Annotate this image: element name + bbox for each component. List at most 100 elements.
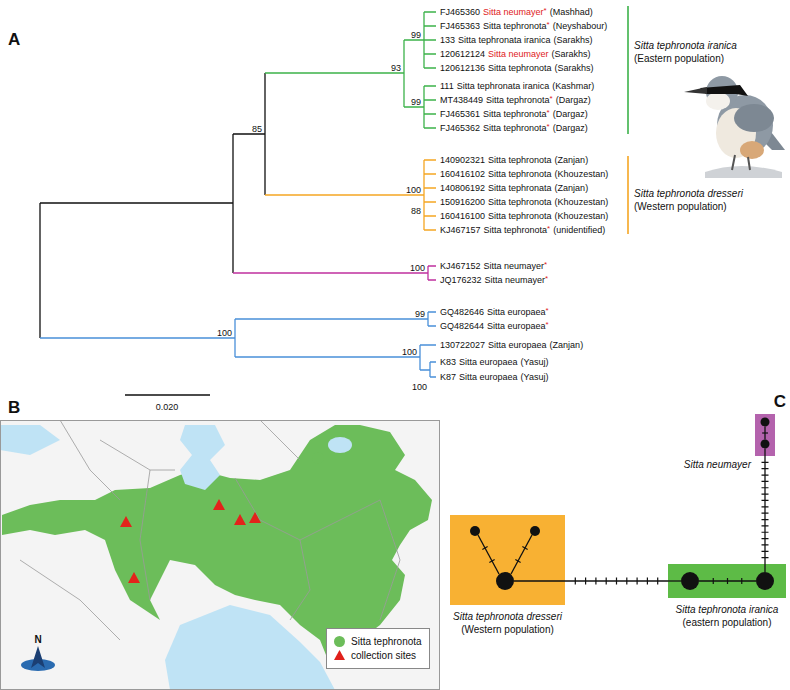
tip-label: 133Sitta tephronata iranica(Sarakhs) — [440, 34, 593, 46]
taxon-name: Sitta neumayer — [684, 458, 751, 471]
accession-number: GQ482646 — [440, 307, 484, 317]
tip-label: KJ467157Sitta tephronota*(unidentified) — [440, 224, 605, 236]
locality: (Dargaz) — [556, 95, 591, 105]
tip-label: K87Sitta europaea(Yasuj) — [440, 371, 548, 383]
locality: (Dargaz) — [553, 109, 588, 119]
clade-name: Sitta tephronota iranica — [634, 40, 737, 51]
accession-number: GQ482644 — [440, 321, 484, 331]
accession-number: MT438449 — [440, 95, 483, 105]
label-box: Sitta tephronota dresseri — [634, 183, 743, 201]
tip-label: MT438449Sitta tephronota*(Dargaz) — [440, 94, 591, 106]
haplotype-network — [755, 414, 775, 456]
support-value: 99 — [411, 97, 421, 107]
locality: (Zanjan) — [555, 155, 589, 165]
species-name: Sitta neumayer — [488, 49, 549, 59]
support-value: 88 — [411, 206, 421, 216]
label-box: 99 — [415, 303, 425, 321]
tip-label: 111Sitta tephronata iranica(Kashmar) — [440, 80, 594, 92]
tip-label: 140902321Sitta tephronota(Zanjan) — [440, 154, 588, 166]
taxon-name: Sitta tephronota iranica — [676, 603, 779, 616]
label-box: (Western population) — [634, 196, 727, 214]
species-name: Sitta tephronota — [488, 169, 552, 179]
locality: (unidentified) — [553, 225, 605, 235]
accession-number: FJ465363 — [440, 21, 480, 31]
species-name: Sitta europaea — [459, 357, 518, 367]
genbank-mark: * — [545, 274, 548, 283]
locality: (Yasuj) — [521, 357, 549, 367]
locality: (Zanjan) — [555, 183, 589, 193]
haplotype-group-box: Sitta neumayer — [755, 414, 775, 456]
range-map — [0, 420, 440, 690]
accession-number: FJ465361 — [440, 109, 480, 119]
genbank-mark: * — [546, 306, 549, 315]
clade-name: (Eastern population) — [634, 53, 724, 64]
genbank-mark: * — [546, 320, 549, 329]
label-box: Sitta tephronota iranica — [634, 35, 737, 53]
label-box: 100 — [410, 257, 425, 275]
label-box: 0.020 — [156, 396, 179, 414]
legend-item: Sitta tephronota — [334, 636, 422, 647]
tip-label: GQ482644Sitta europaea* — [440, 320, 549, 332]
label-box: N — [34, 629, 41, 647]
accession-number: 160416102 — [440, 169, 485, 179]
label-box: C — [774, 392, 786, 412]
species-name: Sitta tephronota — [483, 109, 547, 119]
species-name: Sitta europaea — [488, 340, 547, 350]
locality: (Kashmar) — [552, 81, 594, 91]
tip-label: FJ465361Sitta tephronota*(Dargaz) — [440, 108, 588, 120]
species-name: Sitta tephronota — [483, 123, 547, 133]
accession-number: FJ465362 — [440, 123, 480, 133]
label-box: 100 — [406, 179, 421, 197]
label-box: 85 — [252, 118, 262, 136]
accession-number: 120612124 — [440, 49, 485, 59]
accession-number: 160416100 — [440, 211, 485, 221]
tip-label: 160416102Sitta tephronota(Khouzestan) — [440, 168, 608, 180]
group-caption: Sitta tephronota dresseri(Western popula… — [453, 610, 562, 636]
panel-letter: A — [8, 30, 20, 49]
species-name: Sitta neumayer — [484, 261, 545, 271]
label-box: 100 — [402, 341, 417, 359]
group-caption: Sitta tephronota iranica(eastern populat… — [676, 603, 779, 629]
panel-letter: C — [774, 392, 786, 411]
haplotype-group-box: Sitta tephronota iranica(eastern populat… — [668, 564, 786, 598]
genbank-mark: * — [544, 260, 547, 269]
locality: (Zanjan) — [550, 340, 584, 350]
genbank-mark: * — [547, 224, 550, 233]
tip-label: 130722027Sitta europaea(Zanjan) — [440, 339, 583, 351]
species-name: Sitta tephronata iranica — [458, 35, 551, 45]
label-box: 88 — [411, 200, 421, 218]
species-name: Sitta tephronata — [488, 183, 552, 193]
species-name: Sitta neumayer — [485, 275, 546, 285]
mutation-tick — [762, 462, 769, 557]
accession-number: 130722027 — [440, 340, 485, 350]
accession-number: 140902321 — [440, 155, 485, 165]
taxon-name: Sitta tephronota dresseri — [453, 610, 562, 623]
locality: (Dargaz) — [553, 123, 588, 133]
locality: (Khouzestan) — [555, 197, 609, 207]
label-box: 99 — [411, 91, 421, 109]
legend-swatch — [334, 636, 345, 647]
population-name: (Western population) — [453, 623, 562, 636]
accession-number: 150916200 — [440, 197, 485, 207]
mutation-tick — [575, 578, 657, 585]
tip-label: K83Sitta europaea(Yasuj) — [440, 356, 548, 368]
label-box: B — [8, 398, 20, 418]
species-name: Sitta tephronota — [488, 211, 552, 221]
haplotype-group-box: Sitta tephronota dresseri(Western popula… — [450, 515, 565, 605]
panel-letter: B — [8, 398, 20, 417]
label-box: 100 — [412, 376, 427, 394]
population-name: (eastern population) — [676, 616, 779, 629]
accession-number: 140806192 — [440, 183, 485, 193]
tip-label: FJ465360Sitta neumayer*(Mashhad) — [440, 6, 593, 18]
tip-label: JQ176232Sitta neumayer* — [440, 274, 548, 286]
accession-number: KJ467157 — [440, 225, 481, 235]
accession-number: 120612136 — [440, 63, 485, 73]
label-box: A — [8, 30, 20, 50]
accession-number: KJ467152 — [440, 261, 481, 271]
accession-number: 133 — [440, 35, 455, 45]
support-value: 85 — [252, 124, 262, 134]
tip-label: KJ467152Sitta neumayer* — [440, 260, 547, 272]
nuthatch-illustration — [684, 76, 785, 178]
support-value: 100 — [410, 263, 425, 273]
support-value: 99 — [411, 30, 421, 40]
